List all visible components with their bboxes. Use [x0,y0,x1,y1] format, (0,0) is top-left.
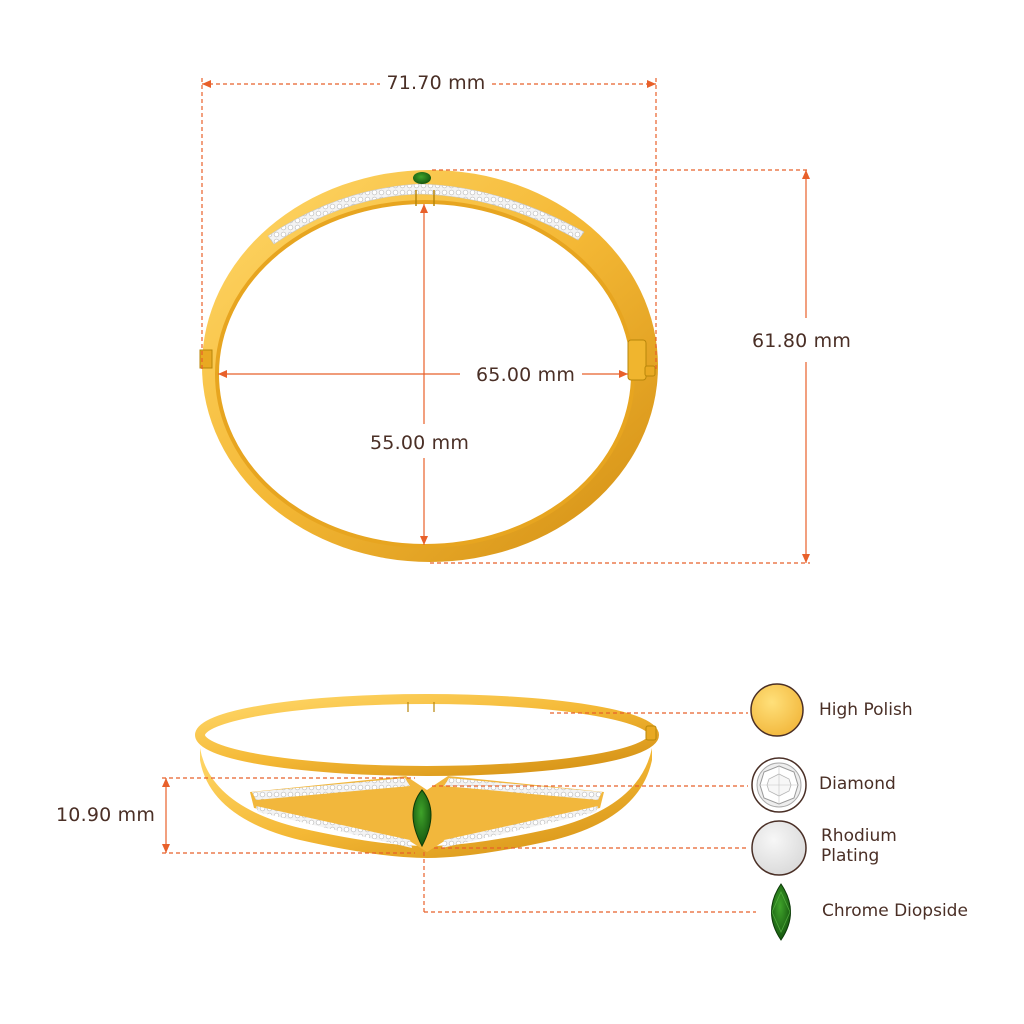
chrome-diopside-swatch [771,883,791,941]
high-polish-swatch [750,683,804,737]
legend-label-high-polish: High Polish [819,700,913,720]
top-view-dimension-lines [201,78,810,564]
top-view-bangle [199,170,658,562]
outer-width-label: 71.70 mm [386,72,486,94]
clasp-right [627,339,647,381]
legend-label-rhodium-line2: Plating [821,846,880,866]
side-view-diamond-row-lower-left [256,806,412,848]
legend-label-chrome-diopside: Chrome Diopside [822,901,968,921]
legend-swatches [750,683,807,941]
side-view-dimension-lines [162,712,756,913]
side-view-diamond-row-upper-left [252,778,410,800]
top-view-gem [413,172,431,184]
inner-height-label: 55.00 mm [370,432,470,454]
side-view-arrowheads [162,778,170,853]
rhodium-plating-swatch [751,820,807,876]
side-view-gem [412,789,432,848]
legend-label-diamond: Diamond [819,774,896,794]
outer-height-label: 61.80 mm [752,330,852,352]
top-view-arrowheads [202,80,810,563]
side-view-diamond-row-lower-right [442,806,598,848]
diamond-swatch [751,757,807,813]
hinge-left [199,349,213,369]
inner-width-label: 65.00 mm [476,364,576,386]
legend-label-rhodium-line1: Rhodium [821,826,897,846]
side-height-label: 10.90 mm [56,804,156,826]
top-view-diamond-band [267,183,585,245]
side-view-bangle [195,694,659,858]
side-view-diamond-row-upper-right [444,778,602,800]
